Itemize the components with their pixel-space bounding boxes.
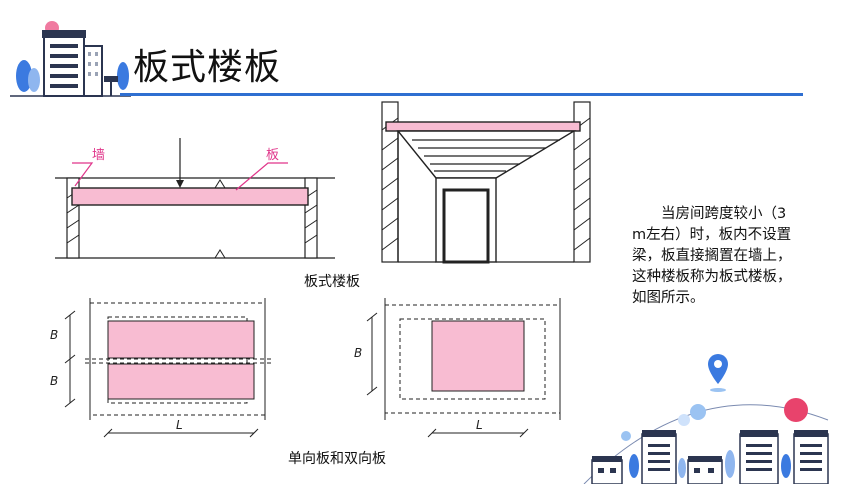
room-perspective-drawing: [381, 101, 591, 264]
location-pin-icon: [708, 354, 728, 392]
slab-section-drawing: 墙 板: [55, 138, 335, 259]
page-title: 板式楼板: [133, 47, 282, 88]
one-way-slab-plan: B B L: [50, 298, 272, 438]
dim-l-right: L: [476, 418, 483, 432]
figure-caption-slabs: 单向板和双向板: [288, 451, 386, 467]
dim-l-left: L: [176, 418, 183, 432]
city-buildings-icon: [10, 21, 131, 97]
slab-label: 板: [266, 148, 279, 163]
dim-b-twoway: B: [354, 346, 362, 360]
dim-b-upper: B: [50, 328, 58, 342]
title-underline: [120, 93, 803, 96]
wall-label: 墙: [92, 148, 105, 163]
description-text: 当房间跨度较小（3 m左右）时，板内不设置梁，板直接搁置在墙上，这种楼板称为板式…: [632, 206, 792, 306]
dim-b-lower: B: [50, 374, 58, 388]
figure-caption-slab: 板式楼板: [304, 274, 360, 290]
two-way-slab-plan: B L: [354, 298, 561, 438]
city-skyline-icon: [583, 354, 829, 484]
